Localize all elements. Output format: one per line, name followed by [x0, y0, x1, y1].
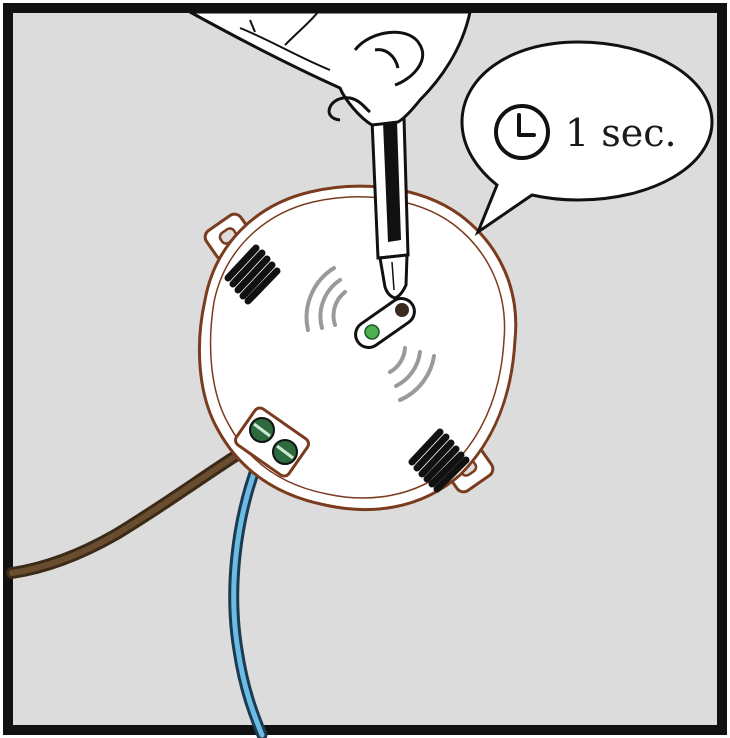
status-led [365, 325, 379, 339]
timer-label: 1 sec. [565, 111, 677, 155]
push-button-hole [395, 303, 409, 317]
clock-icon [496, 106, 548, 158]
